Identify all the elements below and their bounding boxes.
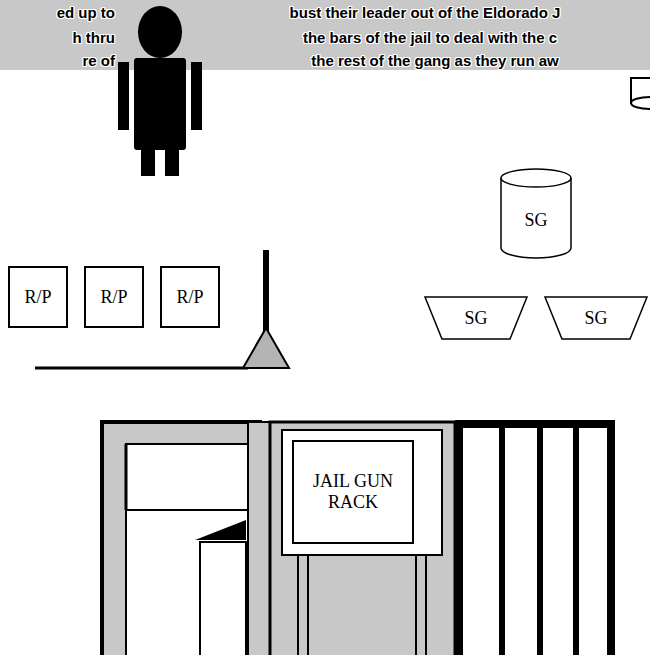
box-label: R/P [100,287,127,308]
table-outline [425,297,527,339]
banner-text: re of [82,52,115,70]
table-outline [545,297,647,339]
barrel-body [501,178,571,258]
box-label: SG [584,308,607,329]
box-label: JAIL GUN RACK [312,471,394,512]
figure-silhouette [118,6,202,176]
barrel-top [501,169,571,187]
banner-text: bust their leader out of the Eldorado J [290,4,561,22]
sg-table: SG [424,296,528,340]
box-label: R/P [24,287,51,308]
counter-wall [35,250,289,368]
rp-box: R/P [8,266,68,328]
partial-barrel [631,78,650,109]
box-label: SG [524,210,547,231]
box-label: R/P [176,287,203,308]
text-banner [0,0,650,70]
sg-barrel: SG [500,168,572,258]
box-label: SG [464,308,487,329]
banner-text: h thru [73,29,116,47]
banner-text: the rest of the gang as they run aw [311,52,559,70]
rp-box: R/P [160,266,220,328]
banner-text: the bars of the jail to deal with the c [303,29,557,47]
sg-table: SG [544,296,648,340]
gun-rack-box: JAIL GUN RACK [292,440,414,544]
jail-building [102,422,611,655]
rp-box: R/P [84,266,144,328]
banner-text: ed up to [57,4,115,22]
